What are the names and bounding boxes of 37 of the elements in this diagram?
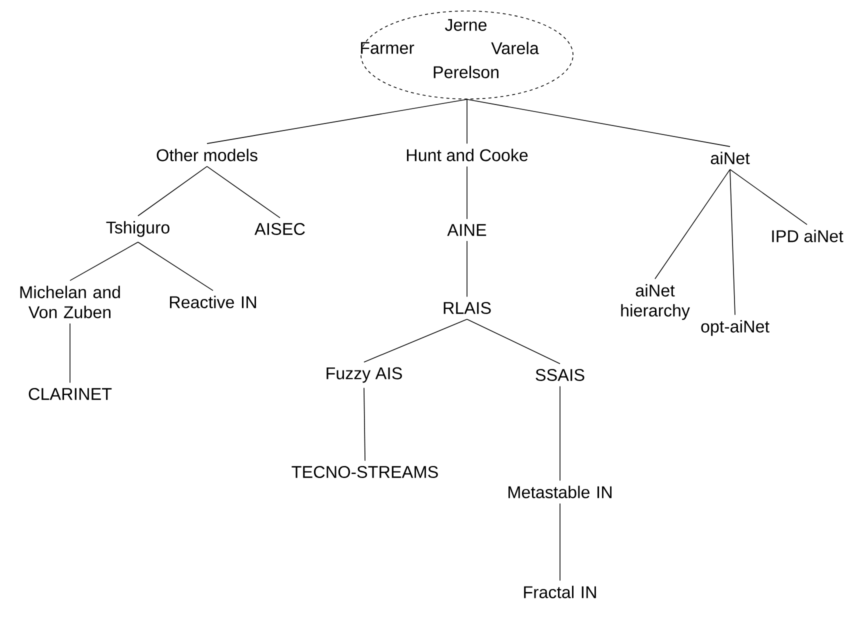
tree-line	[206, 166, 280, 218]
tree-label: Hunt and Cooke	[406, 148, 528, 162]
tree-label: Fractal IN	[524, 586, 596, 598]
name-label: Jerne	[445, 19, 487, 31]
tree-line	[138, 242, 214, 291]
tree-line	[206, 99, 468, 144]
tree-label: AISEC	[254, 222, 305, 236]
tree-label: Metastable IN	[508, 486, 612, 498]
tree-label: Reactive IN	[170, 296, 256, 308]
tree-label: Fuzzy AIS	[326, 367, 402, 383]
name-label: Varela	[491, 42, 539, 54]
tree-label: opt-aiNet	[701, 320, 770, 336]
tree-line	[730, 169, 808, 225]
tree-line	[466, 318, 560, 364]
tree-label: Other models	[156, 148, 258, 162]
name-label: Perelson	[434, 66, 498, 78]
tree-line	[364, 388, 366, 462]
tree-label: AINE	[447, 224, 486, 236]
tree-label: TECNO-STREAMS	[292, 466, 438, 478]
tree-line	[466, 99, 468, 144]
tree-line	[466, 166, 468, 220]
tree-line	[138, 166, 208, 216]
tree-line	[654, 169, 730, 280]
tree-label: aiNet	[710, 152, 750, 164]
tree-label: aiNet hierarchy	[621, 284, 690, 320]
tree-line	[466, 99, 730, 147]
tree-line	[364, 318, 468, 362]
tree-line	[70, 242, 138, 281]
tree-label: CLARINET	[28, 388, 112, 400]
tree-label: RLAIS	[444, 302, 491, 314]
tree-line	[466, 240, 468, 298]
tree-label: SSAIS	[536, 368, 584, 382]
tree-label: Tshiguro	[106, 221, 170, 237]
name-label: Farmer	[361, 42, 414, 54]
tree-label: IPD aiNet	[772, 230, 844, 242]
tree-line	[730, 169, 736, 316]
tree-label: Michelan and Von Zuben	[20, 286, 120, 318]
